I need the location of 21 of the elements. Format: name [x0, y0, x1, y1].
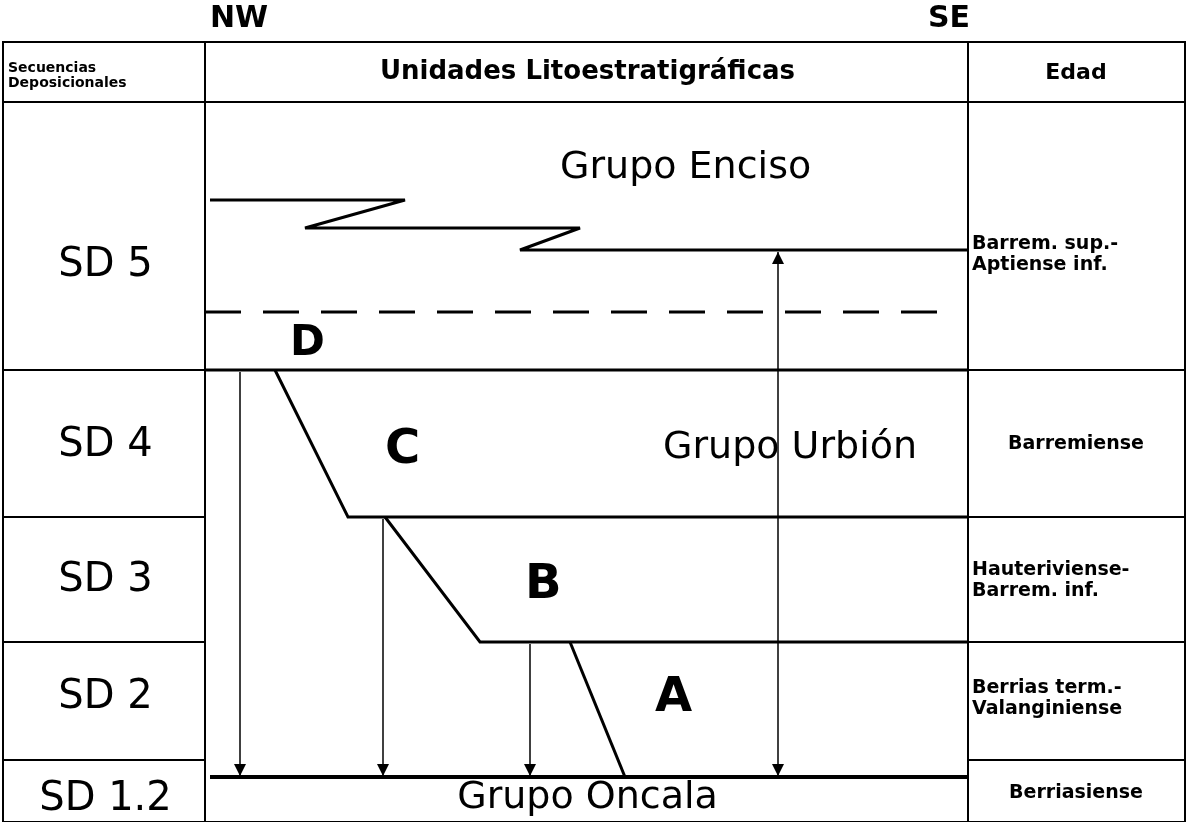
- age-label: Hauteriviense- Barrem. inf.: [972, 558, 1131, 600]
- subunit-letter: A: [655, 668, 693, 721]
- column-header: Unidades Litoestratigráficas: [379, 56, 796, 85]
- sequence-label: SD 3: [58, 555, 153, 599]
- unit-name: Grupo Oncala: [457, 775, 718, 817]
- direction-label: NW: [210, 0, 269, 33]
- sequence-label: SD 1.2: [39, 774, 172, 818]
- age-label: Berrias term.- Valanginiense: [972, 676, 1124, 718]
- direction-label: SE: [927, 0, 970, 33]
- age-label: Barrem. sup.- Aptiense inf.: [972, 232, 1120, 274]
- sequence-label: SD 4: [58, 420, 153, 464]
- age-label: Barremiense: [1008, 432, 1144, 453]
- subunit-letter: D: [290, 318, 325, 365]
- subunit-letter: B: [525, 555, 562, 608]
- subunit-letter: C: [385, 420, 421, 473]
- sequence-label: SD 2: [58, 672, 153, 716]
- age-label: Berriasiense: [1009, 781, 1143, 802]
- column-header: Secuencias Deposicionales: [8, 60, 128, 91]
- sequence-label: SD 5: [58, 240, 153, 284]
- unit-name: Grupo Enciso: [560, 145, 813, 187]
- column-header: Edad: [1045, 60, 1107, 85]
